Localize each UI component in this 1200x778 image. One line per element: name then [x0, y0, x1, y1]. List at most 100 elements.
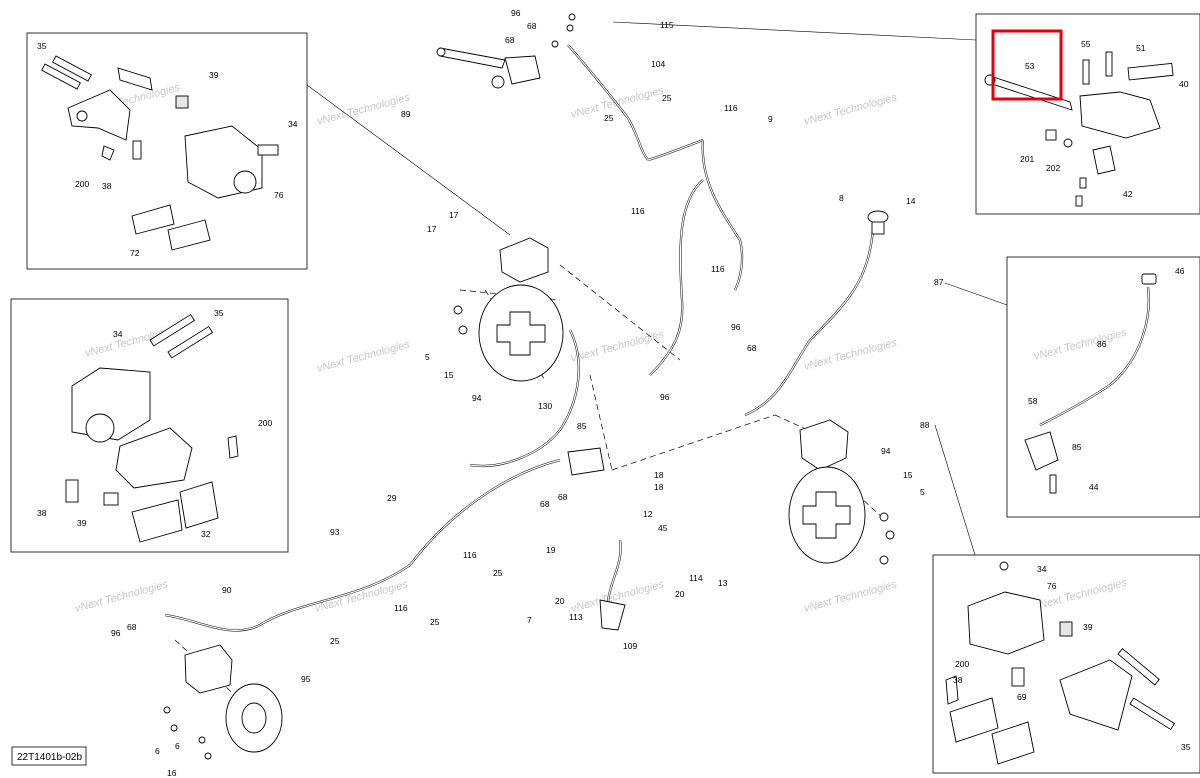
callout-label: 17: [427, 224, 437, 234]
callout-label: 34: [1037, 564, 1047, 574]
callout-label: 116: [724, 103, 738, 113]
callout-label: 113: [569, 612, 583, 622]
callout-label: 39: [209, 70, 219, 80]
callout-label: 94: [881, 446, 891, 456]
callout-label: 8: [839, 193, 844, 203]
callout-label: 35: [214, 308, 224, 318]
watermark: vNext Technologies: [570, 328, 666, 364]
callout-label: 15: [444, 370, 454, 380]
inset-rear-caliper-parts: [41, 55, 279, 251]
callout-label: 34: [288, 119, 298, 129]
callout-label: 96: [111, 628, 121, 638]
callout-label: 46: [1175, 266, 1185, 276]
inset-box-top-right: [975, 13, 1200, 215]
callout-label: 201: [1020, 154, 1034, 164]
callout-label: 68: [127, 622, 137, 632]
callout-label: 96: [511, 8, 521, 18]
callout-label: 69: [1017, 692, 1027, 702]
callout-label: 38: [953, 675, 963, 685]
callout-label: 25: [430, 617, 440, 627]
callout-label: 38: [37, 508, 47, 518]
inset-rear-master-cylinder: [1024, 273, 1157, 494]
callout-label: 13: [718, 578, 728, 588]
inset-box-right: [1006, 256, 1200, 518]
callout-label: 32: [201, 529, 211, 539]
callout-label: 9: [768, 114, 773, 124]
callout-label: 96: [660, 392, 670, 402]
callout-label: 19: [546, 545, 556, 555]
callout-label: 200: [955, 659, 969, 669]
callout-label: 68: [747, 343, 757, 353]
callout-label: 42: [1123, 189, 1133, 199]
callout-label: 202: [1046, 163, 1060, 173]
callout-label: 114: [689, 573, 703, 583]
callout-label: 68: [540, 499, 550, 509]
callout-label: 76: [1047, 581, 1057, 591]
callout-label: 116: [711, 264, 725, 274]
watermark: vNext Technologies: [74, 578, 170, 614]
callout-label: 85: [1072, 442, 1082, 452]
callout-label: 55: [1081, 39, 1091, 49]
inset-front-caliper-parts: [65, 313, 239, 543]
callout-label: 16: [167, 768, 177, 778]
main-components: [163, 13, 895, 760]
callout-label: 115: [660, 20, 674, 30]
callout-label: 53: [1025, 61, 1035, 71]
callout-label: 15: [903, 470, 913, 480]
callout-label: 58: [1028, 396, 1038, 406]
callout-label: 95: [301, 674, 311, 684]
callout-label: 29: [387, 493, 397, 503]
diagram-code-box: [11, 746, 87, 766]
callout-label: 68: [527, 21, 537, 31]
callout-label: 68: [558, 492, 568, 502]
callout-label: 104: [651, 59, 665, 69]
callout-label: 35: [1181, 742, 1191, 752]
inset-box-bottom-right: [932, 554, 1200, 774]
callout-label: 96: [731, 322, 741, 332]
callout-label: 35: [37, 41, 47, 51]
callout-label: 18: [654, 470, 664, 480]
callout-label: 25: [662, 93, 672, 103]
callout-label: 85: [577, 421, 587, 431]
callout-label: 17: [449, 210, 459, 220]
callout-label: 90: [222, 585, 232, 595]
callout-label: 5: [920, 487, 925, 497]
callout-label: 34: [113, 329, 123, 339]
callout-label: 116: [463, 550, 477, 560]
callout-label: 39: [77, 518, 87, 528]
callout-label: 45: [658, 523, 668, 533]
inset-box-mid-left: [10, 298, 289, 553]
watermark: vNext Technologies: [316, 338, 412, 374]
callout-label: 7: [527, 615, 532, 625]
callout-label: 25: [330, 636, 340, 646]
callout-label: 38: [102, 181, 112, 191]
callout-label: 6: [175, 741, 180, 751]
callout-label: 68: [505, 35, 515, 45]
callout-label: 12: [643, 509, 653, 519]
callout-label: 14: [906, 196, 916, 206]
callout-label: 88: [920, 420, 930, 430]
callout-label: 25: [493, 568, 503, 578]
callout-label: 116: [394, 603, 408, 613]
inset-hand-master-cylinder: [984, 51, 1174, 207]
watermark: vNext Technologies: [316, 91, 412, 127]
callout-label: 20: [675, 589, 685, 599]
callout-label: 20: [555, 596, 565, 606]
callout-label: 87: [934, 277, 944, 287]
callout-label: 116: [631, 206, 645, 216]
callout-label: 76: [274, 190, 284, 200]
callout-label: 6: [155, 746, 160, 756]
callout-label: 51: [1136, 43, 1146, 53]
watermark: vNext Technologies: [803, 336, 899, 372]
watermark: vNext Technologies: [84, 323, 180, 359]
watermark: vNext Technologies: [803, 91, 899, 127]
inset-caliper-parts-b: [945, 561, 1176, 765]
callout-label: 89: [401, 109, 411, 119]
main-hoses: [164, 44, 875, 632]
callout-label: 18: [654, 482, 664, 492]
callout-label: 5: [425, 352, 430, 362]
diagram-code: 22T1401b-02b: [17, 752, 82, 763]
callout-label: 72: [130, 248, 140, 258]
inset-box-top-left: [26, 32, 308, 270]
